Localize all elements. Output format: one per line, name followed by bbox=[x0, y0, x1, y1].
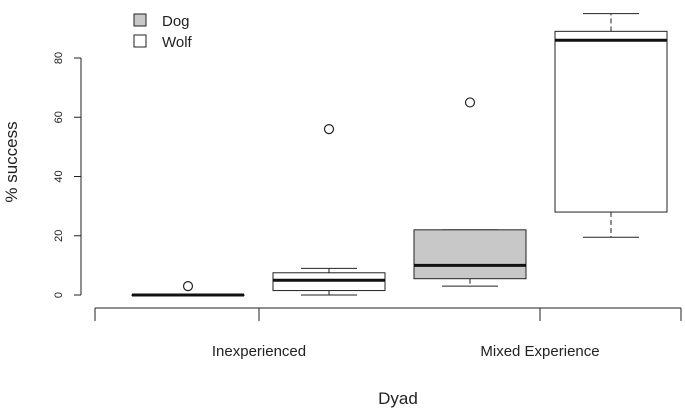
legend-swatch-dog bbox=[133, 13, 147, 27]
y-tick-label: 0 bbox=[53, 292, 65, 298]
x-axis-title: Dyad bbox=[378, 389, 418, 408]
legend-label-dog: Dog bbox=[162, 13, 190, 30]
box-dog-mixed-experience bbox=[413, 97, 527, 287]
y-tick-label: 60 bbox=[53, 111, 65, 123]
box-dog-inexperienced bbox=[131, 281, 245, 297]
outlier-point bbox=[323, 124, 335, 135]
plot-area bbox=[131, 13, 668, 297]
y-axis-title: % success bbox=[2, 121, 21, 202]
legend-label-wolf: Wolf bbox=[162, 34, 193, 51]
x-axis: Inexperienced Mixed Experience bbox=[94, 307, 682, 360]
outlier-point bbox=[182, 281, 194, 292]
box-body bbox=[554, 30, 668, 213]
legend-swatch-wolf bbox=[133, 34, 147, 48]
box-wolf-mixed-experience bbox=[554, 13, 668, 238]
y-tick-label: 40 bbox=[53, 170, 65, 182]
x-category-label-inexperienced: Inexperienced bbox=[212, 343, 306, 360]
legend: Dog Wolf bbox=[133, 13, 193, 51]
box-body bbox=[413, 229, 527, 280]
box-wolf-inexperienced bbox=[272, 124, 386, 296]
y-axis: 0 20 40 60 80 bbox=[53, 52, 82, 298]
y-tick-label: 80 bbox=[53, 52, 65, 64]
outlier-point bbox=[464, 97, 476, 108]
y-tick-label: 20 bbox=[53, 230, 65, 242]
x-category-label-mixed-experience: Mixed Experience bbox=[480, 343, 599, 360]
